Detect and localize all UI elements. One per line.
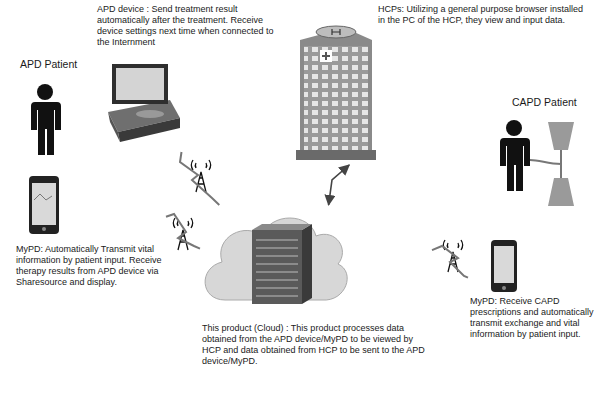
diagram-node: MyPD: Automatically Transmit vital infor… — [14, 168, 166, 318]
apd-device-illustration — [108, 64, 180, 142]
wireless-link — [180, 152, 219, 205]
diagram-node: CAPD Patient — [492, 96, 595, 232]
wireless-link — [432, 246, 468, 278]
diagram-node: APD device : Send treatment result autom… — [95, 2, 290, 152]
node-title: APD Patient — [20, 58, 90, 71]
smartphone-icon — [29, 176, 59, 234]
node-title: CAPD Patient — [512, 96, 592, 109]
node-description: This product (Cloud) : This product proc… — [202, 323, 430, 367]
smartphone-icon — [491, 240, 517, 292]
antenna-tower — [443, 240, 462, 272]
diagram-node: This product (Cloud) : This product proc… — [200, 205, 432, 391]
dialysis-bag — [530, 122, 574, 206]
node-description: MyPD: Receive CAPD prescriptions and aut… — [470, 296, 594, 340]
diagram-node: MyPD: Receive CAPD prescriptions and aut… — [468, 236, 595, 374]
node-description: MyPD: Automatically Transmit vital infor… — [16, 244, 164, 288]
node-description: HCPs: Utilizing a general purpose browse… — [378, 4, 590, 26]
patient-figure — [31, 84, 61, 155]
data-arrow — [329, 165, 350, 205]
patient-figure — [500, 120, 530, 191]
diagram-node: APD Patient — [12, 58, 90, 160]
diagram-node: HCPs: Utilizing a general purpose browse… — [290, 2, 595, 165]
hospital-building — [296, 26, 376, 160]
cloud-server — [205, 218, 347, 304]
node-description: APD device : Send treatment result autom… — [97, 4, 287, 48]
wireless-link — [166, 214, 200, 249]
